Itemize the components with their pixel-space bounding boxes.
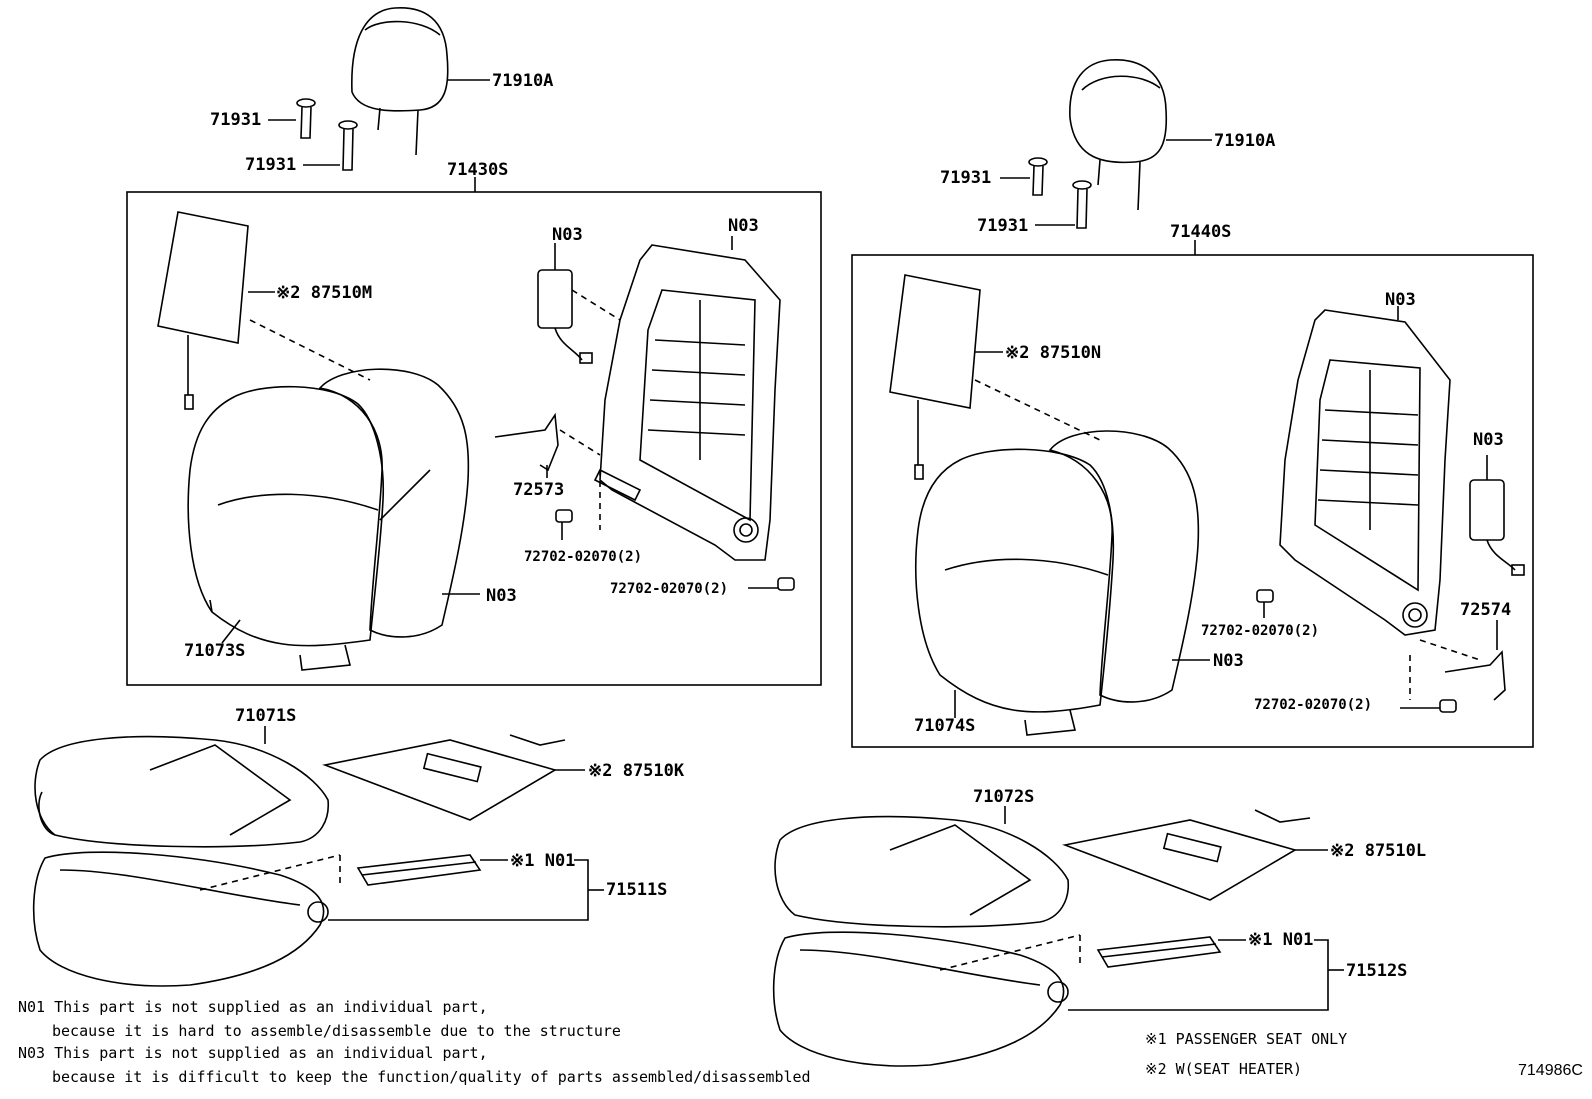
note-N01-line1: N01 This part is not supplied as an indi…: [18, 998, 488, 1016]
heater-pad-87510M: [157, 211, 371, 410]
legend-passenger-seat: ※1 PASSENGER SEAT ONLY: [1145, 1030, 1348, 1048]
backrest-cover-left: [187, 385, 385, 671]
label-71430S: 71430S: [447, 160, 509, 180]
backrest-frame-left: [593, 236, 781, 561]
heater-pad-87510L: [1062, 809, 1328, 901]
label-N03-airbag-right: N03: [1473, 430, 1504, 450]
label-72702-right-b: 72702-02070(2): [1254, 697, 1373, 713]
headrest-guides-left: [268, 98, 358, 171]
label-N03-pad-right: N03: [1213, 651, 1244, 671]
label-71910A-right: 71910A: [1214, 131, 1276, 151]
backrest-pad-right: [1048, 430, 1210, 703]
cushion-pad-left: [32, 851, 341, 987]
label-N03-airbag-left: N03: [552, 225, 583, 245]
backrest-cover-right: [915, 448, 1115, 736]
diagram-reference-code: 714986C: [1518, 1062, 1583, 1079]
label-71512S: 71512S: [1346, 961, 1408, 981]
label-71073S: 71073S: [184, 641, 246, 661]
label-N01-right: ※1 N01: [1248, 930, 1314, 950]
backrest-pad-left: [318, 368, 480, 638]
label-71511S: 71511S: [606, 880, 668, 900]
label-87510L: ※2 87510L: [1330, 841, 1427, 861]
side-airbag-left: [537, 243, 621, 364]
headrest-left: [351, 7, 490, 156]
label-N01-left: ※1 N01: [510, 851, 576, 871]
label-71931-right-a: 71931: [940, 168, 992, 188]
label-71931-left-b: 71931: [245, 155, 297, 175]
label-71072S: 71072S: [973, 787, 1035, 807]
cushion-pad-right: [772, 931, 1081, 1067]
label-87510K: ※2 87510K: [588, 761, 685, 781]
cushion-cover-left: [34, 726, 329, 848]
label-72574: 72574: [1460, 600, 1512, 620]
label-72702-left-b: 72702-02070(2): [610, 581, 729, 597]
note-N03-line2: because it is difficult to keep the func…: [52, 1068, 811, 1086]
label-71931-left-a: 71931: [210, 110, 262, 130]
label-71931-right-b: 71931: [977, 216, 1029, 236]
bolts-left: [555, 470, 795, 591]
label-N03-frame-right: N03: [1385, 290, 1416, 310]
headrest-right: [1069, 59, 1212, 211]
label-N03-frame-left: N03: [728, 216, 759, 236]
side-airbag-right: [1469, 455, 1525, 576]
note-N03-line1: N03 This part is not supplied as an indi…: [18, 1044, 488, 1062]
label-71910A-left: 71910A: [492, 71, 554, 91]
label-72702-right-a: 72702-02070(2): [1201, 623, 1320, 639]
label-71440S: 71440S: [1170, 222, 1232, 242]
legend-seat-heater: ※2 W(SEAT HEATER): [1145, 1060, 1303, 1078]
headrest-guides-right: [1000, 157, 1092, 229]
label-87510M: ※2 87510M: [276, 283, 373, 303]
heater-wire-N01-left: [328, 854, 604, 921]
label-71071S: 71071S: [235, 706, 297, 726]
leader-71073S: [221, 619, 241, 644]
heater-pad-87510N: [889, 274, 1101, 480]
label-72702-left-a: 72702-02070(2): [524, 549, 643, 565]
label-72573: 72573: [513, 480, 565, 500]
backrest-frame-right: [1279, 306, 1451, 636]
label-87510N: ※2 87510N: [1005, 343, 1102, 363]
backrest-assembly-frame-right: [851, 254, 1534, 748]
backrest-assembly-frame-left: [126, 191, 822, 686]
label-71074S: 71074S: [914, 716, 976, 736]
bolts-right: [1256, 589, 1457, 713]
bracket-72573: [494, 412, 601, 478]
cushion-cover-right: [774, 806, 1069, 928]
bracket-72574: [1409, 620, 1506, 701]
label-N03-pad-left: N03: [486, 586, 517, 606]
note-N01-line2: because it is hard to assemble/disassemb…: [52, 1022, 621, 1040]
heater-pad-87510K: [322, 734, 585, 821]
heater-wire-N01-right: [1068, 936, 1344, 1011]
